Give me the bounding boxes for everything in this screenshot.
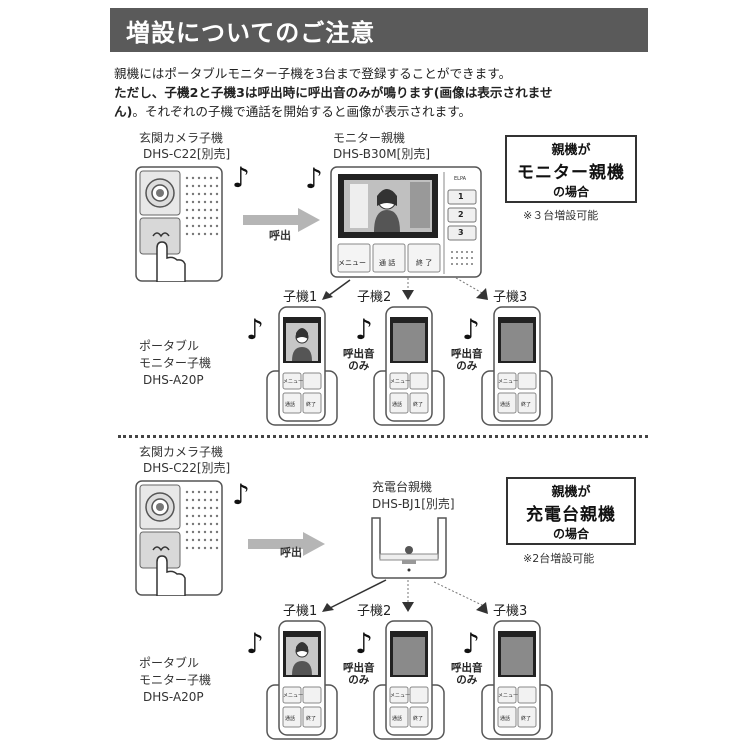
s2-handset-2-ring-only: 呼出音 のみ: [343, 662, 375, 686]
s2-portable-label-2: モニター子機: [139, 673, 212, 687]
s1-h1-menu-label: メニュー: [283, 379, 304, 385]
s2-charger-label-1: 充電台親機: [372, 480, 433, 494]
s1-box-line-3: の場合: [552, 184, 589, 199]
s1-monitor-end-button: 終 了: [416, 259, 433, 267]
s1-music-note-icon-1: ♪: [232, 161, 250, 194]
intro-line-3-rest: 。それぞれの子機で通話を開始すると画像が表示されます。: [132, 104, 472, 119]
s2-handset-2-music-note-icon: ♪: [355, 627, 373, 660]
s2-handset-3-music-note-icon: ♪: [462, 627, 480, 660]
s1-info-box: 親機が モニター親機 の場合: [505, 135, 637, 203]
s2-door-label-2: DHS-C22[別売]: [143, 461, 231, 475]
s2-portable-label-1: ポータブル: [139, 656, 200, 670]
s1-handset-1-music-note-icon: ♪: [246, 313, 264, 346]
s2-handset-3-ring-only: 呼出音 のみ: [451, 662, 483, 686]
s1-box-note: ※３台増設可能: [523, 209, 599, 222]
s1-connector-arrows: [322, 277, 488, 300]
s2-handset-3-label: 子機3: [493, 604, 528, 619]
intro-line-3-bold: ん): [114, 104, 133, 119]
s1-h2-end-label: 終了: [413, 402, 424, 408]
s1-h1-talk-label: 通話: [285, 402, 296, 408]
s1-h3-end-label: 終了: [521, 402, 532, 408]
s2-h3-end-label: 終了: [521, 716, 532, 722]
s2-charger-label-2: DHS-BJ1[別売]: [372, 497, 455, 511]
s2-connector-arrows: [322, 579, 488, 614]
s2-h2-end-label: 終了: [413, 716, 424, 722]
intro-line-1: 親機にはポータブルモニター子機を3台まで登録することができます。: [114, 66, 512, 81]
s2-door-label-1: 玄関カメラ子機: [139, 445, 224, 459]
s1-h1-end-label: 終了: [306, 402, 317, 408]
s1-call-arrow: [243, 208, 320, 232]
s2-h3-talk-label: 通話: [500, 716, 511, 722]
s1-box-line-2: モニター親機: [517, 162, 625, 183]
intro-line-2: ただし、子機2と子機3は呼出時に呼出音のみが鳴ります(画像は表示されませ: [114, 85, 553, 100]
s1-h2-talk-label: 通話: [392, 402, 403, 408]
s2-h1-talk-label: 通話: [285, 716, 296, 722]
s1-handset-2-label: 子機2: [357, 290, 392, 305]
s2-call-label: 呼出: [280, 546, 302, 559]
s2-box-note: ※2台増設可能: [523, 552, 595, 565]
s1-monitor-side-2: 2: [458, 210, 464, 219]
s2-info-box: 親機が 充電台親機 の場合: [506, 477, 636, 545]
s1-handset-3-ring-only: 呼出音 のみ: [451, 348, 483, 372]
s1-handset-2-music-note-icon: ♪: [355, 313, 373, 346]
section-divider: [118, 435, 648, 438]
s1-portable-label-2: モニター子機: [139, 356, 212, 370]
intro-line-3: ん)。それぞれの子機で通話を開始すると画像が表示されます。: [114, 102, 644, 121]
s2-box-line-1: 親機が: [551, 484, 591, 500]
intro-text: 親機にはポータブルモニター子機を3台まで登録することができます。 ただし、子機2…: [114, 64, 644, 121]
s2-handset-3: [481, 620, 553, 740]
s1-monitor-menu-button: メニュー: [338, 259, 366, 267]
page-title: 増設についてのご注意: [110, 8, 648, 52]
s1-music-note-icon-2: ♪: [305, 162, 323, 195]
s1-h3-talk-label: 通話: [500, 402, 511, 408]
s2-box-line-3: の場合: [552, 526, 589, 541]
s1-handset-1: [266, 306, 338, 426]
s1-call-label: 呼出: [269, 229, 291, 242]
s2-call-arrow: [248, 532, 325, 556]
s1-handset-2: [373, 306, 445, 426]
s2-handset-1: [266, 620, 338, 740]
s1-monitor-side-1: 1: [458, 192, 464, 201]
s2-h1-menu-label: メニュー: [283, 693, 304, 699]
s2-h1-end-label: 終了: [306, 716, 317, 722]
s1-monitor-side-3: 3: [458, 228, 464, 237]
s2-door-camera: [135, 480, 223, 596]
s2-box-line-2: 充電台親機: [526, 504, 616, 525]
s2-charger-unit: [371, 517, 447, 579]
s2-handset-2-label: 子機2: [357, 604, 392, 619]
s1-monitor-talk-button: 通 話: [379, 259, 396, 267]
s1-handset-3-music-note-icon: ♪: [462, 313, 480, 346]
s2-handset-1-music-note-icon: ♪: [246, 627, 264, 660]
s1-portable-label-3: DHS-A20P: [143, 373, 204, 387]
s2-handset-2: [373, 620, 445, 740]
s1-door-label-2: DHS-C22[別売]: [143, 147, 231, 161]
s1-handset-3-label: 子機3: [493, 290, 528, 305]
svg-text:ELPA: ELPA: [454, 176, 467, 182]
s1-handset-3: [481, 306, 553, 426]
s1-door-camera: [135, 166, 223, 282]
s2-h2-menu-label: メニュー: [390, 693, 411, 699]
s1-box-line-1: 親機が: [551, 142, 591, 158]
s1-monitor-unit: ELPA: [330, 166, 482, 278]
s1-door-label-1: 玄関カメラ子機: [139, 131, 224, 145]
s2-h2-talk-label: 通話: [392, 716, 403, 722]
s1-h3-menu-label: メニュー: [498, 379, 519, 385]
s1-handset-2-ring-only: 呼出音 のみ: [343, 348, 375, 372]
s1-portable-label-1: ポータブル: [139, 339, 200, 353]
s2-h3-menu-label: メニュー: [498, 693, 519, 699]
s2-music-note-icon: ♪: [232, 478, 250, 511]
s1-h2-menu-label: メニュー: [390, 379, 411, 385]
s2-handset-1-label: 子機1: [283, 604, 318, 619]
s1-handset-1-label: 子機1: [283, 290, 318, 305]
s2-portable-label-3: DHS-A20P: [143, 690, 204, 704]
s1-monitor-label-2: DHS-B30M[別売]: [333, 147, 431, 161]
s1-monitor-label-1: モニター親機: [333, 131, 406, 145]
